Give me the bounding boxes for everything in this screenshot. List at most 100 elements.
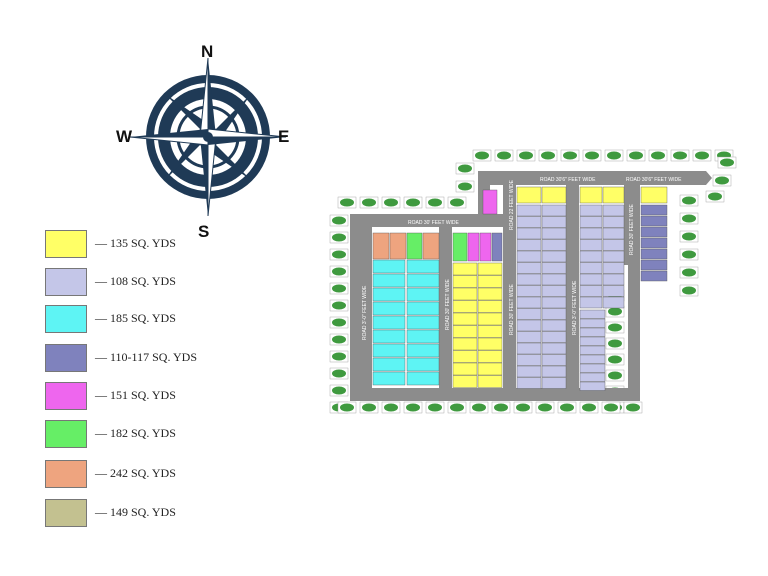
- road-label-mid-3: ROAD 30' FEET WIDE: [509, 283, 515, 335]
- legend-swatch: [45, 268, 87, 296]
- plot: [602, 204, 625, 217]
- plot: [372, 301, 406, 316]
- plot: [406, 329, 440, 344]
- plot: [541, 331, 567, 343]
- plot: [541, 285, 567, 297]
- plot: [541, 365, 567, 378]
- tree-icon: [538, 149, 558, 162]
- plot: [541, 377, 567, 389]
- plot: [579, 327, 606, 337]
- plot: [541, 354, 567, 366]
- tree-icon: [605, 321, 625, 334]
- tree-icon: [679, 248, 699, 261]
- plot: [477, 375, 503, 388]
- road-mid-1: [439, 227, 452, 388]
- plot: [452, 300, 478, 313]
- tree-icon: [329, 299, 349, 312]
- plot: [452, 312, 478, 326]
- plot: [541, 186, 567, 204]
- plot: [579, 273, 603, 286]
- plot: [477, 287, 503, 301]
- plot: [516, 377, 542, 389]
- road-bottom: [350, 388, 640, 401]
- plot: [579, 186, 603, 204]
- tree-icon: [329, 316, 349, 329]
- plot: [516, 227, 542, 240]
- plot: [579, 227, 603, 240]
- plot: [541, 216, 567, 228]
- tree-icon: [557, 401, 577, 414]
- plot: [516, 186, 542, 204]
- plot: [389, 232, 407, 260]
- tree-icon: [679, 230, 699, 243]
- plot: [406, 301, 440, 316]
- tree-icon: [670, 149, 690, 162]
- plot: [516, 239, 542, 251]
- compass-west-label: W: [116, 127, 133, 146]
- plot: [372, 287, 406, 302]
- tree-icon: [712, 174, 732, 187]
- legend-item: — 185 SQ. YDS: [45, 305, 285, 335]
- tree-icon: [337, 196, 357, 209]
- plot: [516, 262, 542, 274]
- plot: [406, 232, 423, 260]
- plot: [406, 273, 440, 288]
- plot: [541, 273, 567, 286]
- tree-icon: [359, 401, 379, 414]
- plot: [579, 318, 606, 328]
- legend-label: — 108 SQ. YDS: [95, 274, 176, 288]
- tree-icon: [605, 353, 625, 366]
- compass-rose: N S W E: [110, 40, 310, 241]
- tree-icon: [601, 401, 621, 414]
- legend-label: — 110-117 SQ. YDS: [95, 350, 198, 364]
- plot: [541, 296, 567, 309]
- plot: [579, 296, 603, 309]
- legend-label: — 149 SQ. YDS: [95, 505, 176, 519]
- tree-icon: [705, 190, 725, 203]
- plot: [579, 381, 606, 391]
- plot: [372, 343, 406, 358]
- tree-icon: [679, 284, 699, 297]
- plot: [579, 309, 606, 319]
- tree-icon: [337, 401, 357, 414]
- tree-icon: [403, 401, 423, 414]
- legend-item: — 149 SQ. YDS: [45, 499, 285, 529]
- plot: [541, 319, 567, 332]
- plot: [372, 259, 406, 274]
- tree-icon: [582, 149, 602, 162]
- tree-icon: [560, 149, 580, 162]
- legend-item: — 182 SQ. YDS: [45, 420, 285, 450]
- plot: [516, 285, 542, 297]
- plot: [516, 365, 542, 378]
- tree-icon: [329, 282, 349, 295]
- tree-icon: [579, 401, 599, 414]
- plot: [477, 362, 503, 376]
- plot: [516, 354, 542, 366]
- plot: [452, 275, 478, 288]
- plot: [452, 375, 478, 388]
- tree-icon: [329, 384, 349, 397]
- legend-swatch: [45, 305, 87, 333]
- tree-icon: [717, 156, 737, 169]
- legend-item: — 110-117 SQ. YDS: [45, 344, 285, 374]
- tree-icon: [491, 401, 511, 414]
- plot: [406, 259, 440, 274]
- plot: [541, 204, 567, 217]
- compass-east-label: E: [278, 127, 290, 146]
- tree-icon: [494, 149, 514, 162]
- plot: [372, 232, 390, 260]
- tree-icon: [329, 214, 349, 227]
- plot: [422, 232, 440, 260]
- road-label-mid-1: ROAD 30' FEET WIDE: [445, 278, 451, 330]
- plot: [541, 239, 567, 251]
- plot: [602, 227, 625, 240]
- tree-icon: [381, 196, 401, 209]
- plot: [640, 204, 668, 216]
- plot: [579, 239, 603, 251]
- tree-icon: [329, 350, 349, 363]
- site-layout-plan: ROAD 30' FEET WIDE ROAD 30'6" FEET WIDE …: [328, 145, 743, 420]
- plot: [602, 239, 625, 251]
- plot: [372, 371, 406, 386]
- legend-swatch: [45, 344, 87, 372]
- tree-icon: [455, 162, 475, 175]
